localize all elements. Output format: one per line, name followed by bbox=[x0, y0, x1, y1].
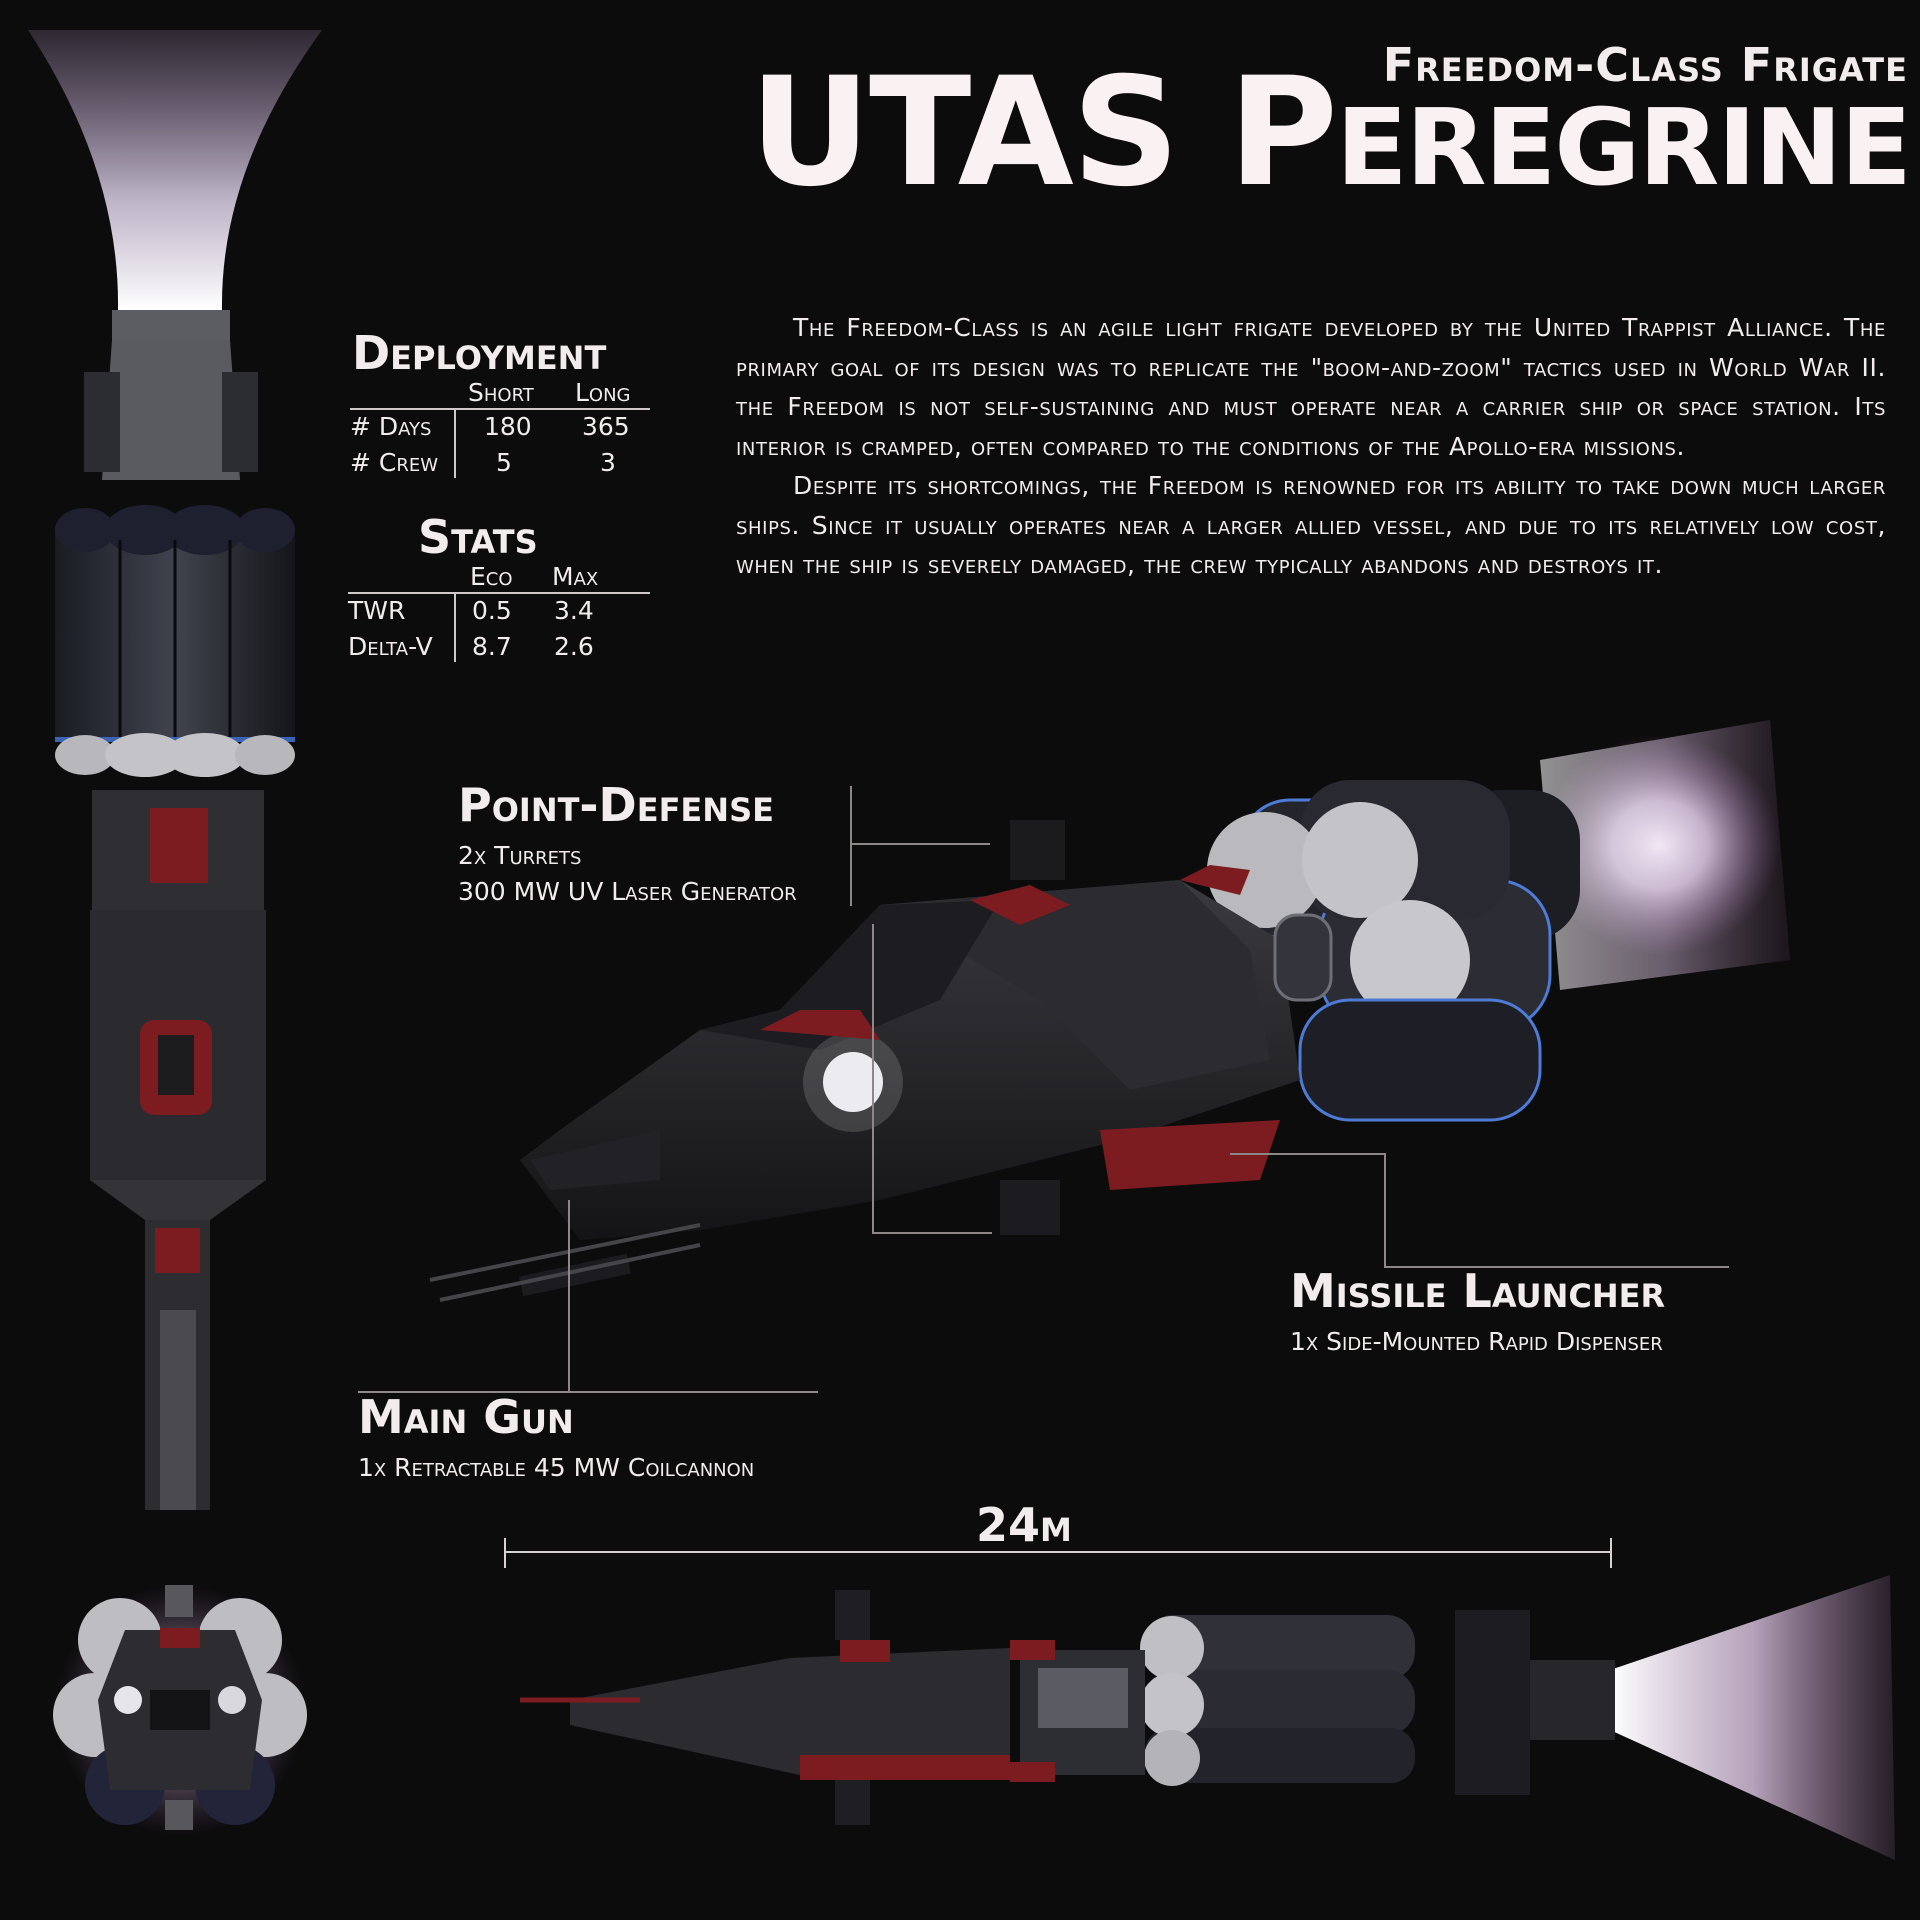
side-hull bbox=[570, 1648, 1010, 1775]
hull-red-panel bbox=[150, 808, 208, 883]
stats-value: 0.5 bbox=[472, 596, 512, 625]
leader-line bbox=[1230, 1153, 1386, 1155]
leader-line bbox=[850, 843, 990, 845]
engine-nozzle bbox=[112, 310, 230, 340]
leader-line bbox=[850, 786, 852, 906]
point-defense-detail: 300 MW UV Laser Generator bbox=[458, 877, 797, 906]
ship-front-view bbox=[53, 1585, 307, 1835]
ship-name-title: UTAS Peregrine bbox=[749, 46, 1912, 220]
leader-line bbox=[358, 1391, 818, 1393]
deployment-col-short: Short bbox=[468, 378, 534, 407]
main-gun-title: Main Gun bbox=[358, 1390, 574, 1444]
deployment-row-label: # Days bbox=[350, 412, 432, 441]
ship-side-view-illustration bbox=[520, 1575, 1895, 1860]
leader-line bbox=[872, 924, 874, 1234]
deployment-col-long: Long bbox=[575, 378, 631, 407]
tank-dome bbox=[105, 733, 185, 777]
deployment-value: 180 bbox=[484, 412, 532, 441]
leader-line bbox=[1384, 1266, 1729, 1268]
leader-line bbox=[568, 1200, 570, 1392]
engine-housing bbox=[102, 340, 240, 480]
deployment-row: # Days 180 365 bbox=[350, 412, 650, 446]
tank-cap bbox=[55, 508, 115, 552]
tank-cap bbox=[235, 508, 295, 552]
stats-col-eco: Eco bbox=[470, 562, 513, 591]
stats-value: 2.6 bbox=[554, 632, 594, 661]
tank-cap bbox=[165, 505, 245, 555]
tank-dome bbox=[235, 735, 295, 775]
tank-dome bbox=[55, 735, 115, 775]
stats-value: 3.4 bbox=[554, 596, 594, 625]
missile-launcher-detail: 1x Side-Mounted Rapid Dispenser bbox=[1290, 1327, 1663, 1356]
point-defense-detail: 2x Turrets bbox=[458, 841, 582, 870]
stats-row: Delta-V 8.7 2.6 bbox=[348, 632, 650, 666]
tank-dome bbox=[165, 733, 245, 777]
side-exhaust-plume bbox=[1610, 1575, 1895, 1860]
headlight bbox=[823, 1052, 883, 1112]
radiator-panel bbox=[84, 372, 120, 472]
stats-value: 8.7 bbox=[472, 632, 512, 661]
ship-description: The Freedom-Class is an agile light frig… bbox=[736, 308, 1886, 585]
deployment-value: 3 bbox=[600, 448, 616, 477]
description-paragraph: The Freedom-Class is an agile light frig… bbox=[736, 313, 1886, 461]
exhaust-plume bbox=[28, 30, 322, 310]
deployment-table: Short Long # Days 180 365 # Crew 5 3 bbox=[350, 378, 650, 478]
ship-perspective-illustration bbox=[429, 720, 1790, 1302]
missile-launcher-title: Missile Launcher bbox=[1290, 1264, 1666, 1318]
main-gun-detail: 1x Retractable 45 MW Coilcannon bbox=[358, 1453, 755, 1482]
stats-row-label: Delta-V bbox=[348, 632, 433, 661]
fuel-tanks-perspective bbox=[1207, 780, 1552, 1122]
turret bbox=[1010, 820, 1065, 880]
stats-heading: Stats bbox=[418, 510, 538, 564]
tank-cap bbox=[105, 505, 185, 555]
stats-row: TWR 0.5 3.4 bbox=[348, 596, 650, 630]
deployment-row-label: # Crew bbox=[350, 448, 439, 477]
leader-line bbox=[1384, 1153, 1386, 1268]
deployment-heading: Deployment bbox=[352, 326, 607, 380]
ship-class-subtitle: Freedom-Class Frigate bbox=[1382, 38, 1908, 92]
stats-col-max: Max bbox=[552, 562, 599, 591]
deployment-value: 5 bbox=[496, 448, 512, 477]
length-measurement-label: 24m bbox=[976, 1498, 1072, 1552]
stats-row-label: TWR bbox=[348, 596, 406, 625]
stats-table: Eco Max TWR 0.5 3.4 Delta-V 8.7 2.6 bbox=[348, 562, 650, 662]
description-paragraph: Despite its shortcomings, the Freedom is… bbox=[736, 471, 1886, 579]
length-measurement-line bbox=[505, 1551, 1611, 1553]
radiator-panel bbox=[222, 372, 258, 472]
leader-line bbox=[872, 1232, 992, 1234]
point-defense-title: Point-Defense bbox=[458, 778, 774, 832]
hull-taper bbox=[90, 1180, 266, 1220]
measure-tick bbox=[504, 1538, 506, 1568]
measure-tick bbox=[1610, 1538, 1612, 1568]
deployment-value: 365 bbox=[582, 412, 630, 441]
deployment-row: # Crew 5 3 bbox=[350, 448, 650, 482]
hull-red-panel bbox=[155, 1228, 200, 1273]
